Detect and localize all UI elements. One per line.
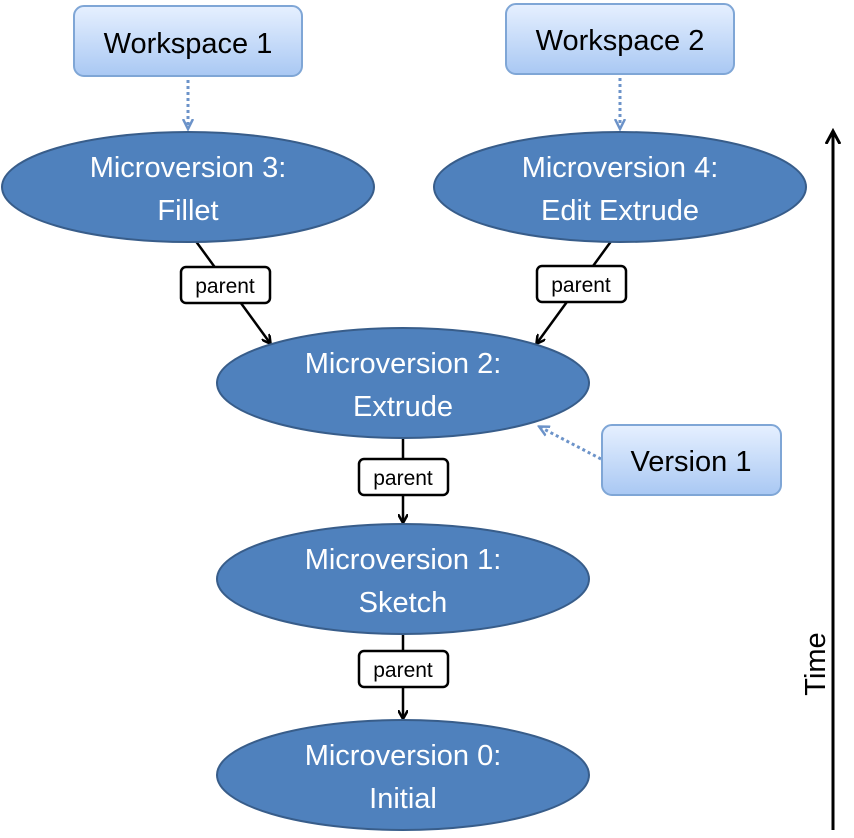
edge-label-mv2-mv1: parent [357, 457, 450, 497]
parent-label: parent [373, 659, 433, 682]
edge-label-mv1-mv0: parent [357, 649, 450, 689]
workspace-2-label: Workspace 2 [536, 25, 705, 57]
microversion-1-title: Microversion 1: [305, 544, 502, 576]
parent-label: parent [373, 467, 433, 490]
time-axis-label: Time [800, 632, 832, 695]
microversion-4-subtitle: Edit Extrude [541, 195, 699, 227]
microversion-2-node: Microversion 2: Extrude [216, 327, 590, 439]
version-1-pointer [540, 427, 602, 461]
microversion-1-subtitle: Sketch [359, 587, 448, 619]
microversion-2-title: Microversion 2: [305, 348, 502, 380]
microversion-3-subtitle: Fillet [157, 195, 218, 227]
microversion-0-subtitle: Initial [369, 783, 437, 815]
version-1-box: Version 1 [601, 424, 782, 496]
parent-label: parent [551, 274, 611, 297]
workspace-2-box: Workspace 2 [505, 3, 735, 75]
microversion-0-node: Microversion 0: Initial [216, 719, 590, 831]
microversion-3-node: Microversion 3: Fillet [1, 131, 375, 243]
microversion-3-title: Microversion 3: [90, 152, 287, 184]
microversion-0-title: Microversion 0: [305, 740, 502, 772]
microversion-4-title: Microversion 4: [522, 152, 719, 184]
edge-label-mv4-mv2: parent [535, 264, 628, 304]
workspace-1-label: Workspace 1 [104, 28, 273, 60]
workspace-1-box: Workspace 1 [73, 5, 303, 77]
microversion-1-node: Microversion 1: Sketch [216, 523, 590, 635]
microversion-4-node: Microversion 4: Edit Extrude [433, 131, 807, 243]
parent-label: parent [195, 275, 255, 298]
microversion-2-subtitle: Extrude [353, 391, 453, 423]
edge-label-mv3-mv2: parent [179, 265, 272, 305]
version-1-label: Version 1 [631, 446, 752, 478]
